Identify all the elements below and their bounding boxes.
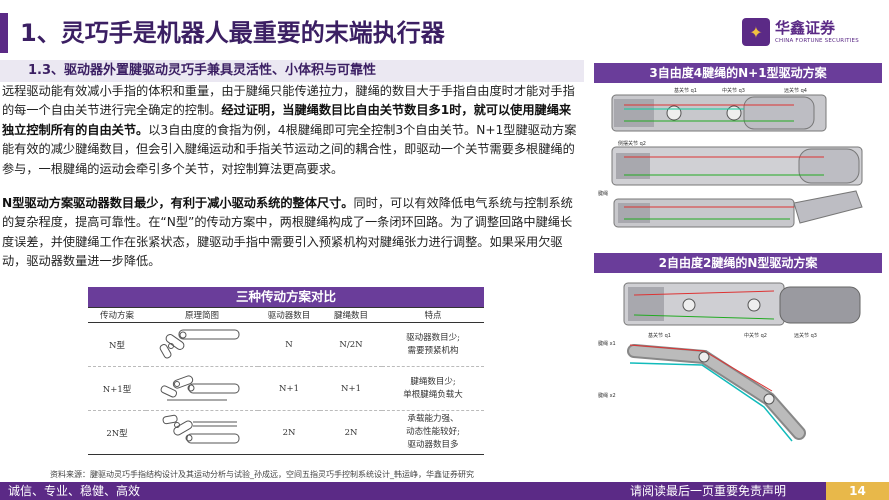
fig2-label-tendon1: 腱绳 x1 <box>598 340 616 347</box>
n-plus-1-type-schematic <box>160 375 240 401</box>
figure2-image: 腱绳 x1 腱绳 x2 基关节 q1 中关节 q2 远关节 q3 <box>594 273 882 469</box>
scheme-cell: N+1型 <box>88 366 146 411</box>
p2-bold: N型驱动方案驱动器数目最少，有利于减小驱动系统的整体尺寸。 <box>2 196 354 210</box>
fig2-label-distal: 远关节 q3 <box>794 332 817 339</box>
fig2-label-middle: 中关节 q2 <box>744 332 767 339</box>
actuators-cell: N <box>258 322 320 367</box>
page-number-box <box>826 482 889 500</box>
tendons-cell: N/2N <box>320 322 382 367</box>
figure2-title: 2自由度2腱绳的N型驱动方案 <box>594 253 882 273</box>
table-header: 原理简图 <box>146 307 258 323</box>
comparison-table: 三种传动方案对比 传动方案 原理简图 驱动器数目 腱绳数目 特点 N型 <box>88 287 484 455</box>
scheme-cell: N型 <box>88 322 146 367</box>
feature-line: 驱动器数目少; <box>406 332 460 343</box>
body-paragraph-2: N型驱动方案驱动器数目最少，有利于减小驱动系统的整体尺寸。同时，可以有效降低电气… <box>2 194 580 272</box>
company-logo: ✦ 华鑫证券 CHINA FORTUNE SECURITIES <box>742 18 859 46</box>
footer-disclaimer-link[interactable]: 请阅读最后一页重要免责声明 <box>630 484 787 498</box>
page-number: 14 <box>849 484 866 498</box>
p1-text-c: 以3自由度的食指为例，4根腱绳即可完全控制3个自由关节。N+1型腱驱动方案能有效… <box>2 122 577 176</box>
footer-motto: 诚信、专业、稳健、高效 <box>8 484 141 498</box>
feature-line: 驱动器数目多 <box>407 440 459 450</box>
logo-emblem-icon: ✦ <box>742 18 770 46</box>
figure1-image: 基关节 q1 中关节 q3 远关节 q4 侧摆关节 q2 腱绳 <box>594 83 882 248</box>
diagram-cell <box>146 322 258 367</box>
body-paragraph-1: 远程驱动能有效减小手指的体积和重量，由于腱绳只能传递拉力，腱绳的数目大于手指自由… <box>2 82 580 179</box>
n-type-schematic <box>159 329 240 359</box>
table-header: 传动方案 <box>88 307 146 323</box>
diagram-cell <box>146 410 258 455</box>
actuators-cell: N+1 <box>258 366 320 411</box>
footer-bar <box>0 482 889 500</box>
diagram-cell <box>146 366 258 411</box>
fig1-label-tendon: 腱绳 <box>598 190 608 197</box>
table-row: N型 N N/2N 驱动器数目少; 需要预紧机构 <box>88 322 484 367</box>
subtitle-band <box>0 60 584 82</box>
table-header: 特点 <box>382 307 484 323</box>
logo-name-cn: 华鑫证券 <box>775 19 836 37</box>
table-header: 腱绳数目 <box>320 307 382 323</box>
feature-cell: 承载能力强、 动态性能较好; 驱动器数目多 <box>382 410 484 455</box>
title-accent-bar <box>0 13 8 53</box>
fig1-label-base: 基关节 q1 <box>674 87 697 94</box>
2n-type-schematic <box>162 414 240 444</box>
tendons-cell: N+1 <box>320 366 382 411</box>
p1-bold: 经过证明，当腱绳数目比自由关节数目多1时，就可以使用腱绳来独立控制所有的自由关节… <box>2 103 572 137</box>
p2-text-b: 同时，可以有效降低电气系统与控制系统的复杂程度，提高可靠性。在“N型”的传动方案… <box>2 196 573 269</box>
feature-line: 腱绳数目少; <box>410 376 456 387</box>
fig1-label-lateral: 侧摆关节 q2 <box>618 140 646 147</box>
fig2-label-tendon2: 腱绳 x2 <box>598 392 616 399</box>
source-note: 资料来源：腱驱动灵巧手指结构设计及其运动分析与试验_孙成远，空间五指灵巧手控制系… <box>50 470 474 479</box>
logo-name-en: CHINA FORTUNE SECURITIES <box>775 38 859 44</box>
tendons-cell: 2N <box>320 410 382 455</box>
p1-text-a: 远程驱动能有效减小手指的体积和重量，由于腱绳只能传递拉力，腱绳的数目大于手指自由… <box>2 84 575 118</box>
figure1-title: 3自由度4腱绳的N+1型驱动方案 <box>594 63 882 83</box>
feature-line: 动态性能较好; <box>406 427 460 437</box>
table-header: 驱动器数目 <box>258 307 320 323</box>
section-subtitle: 1.3、驱动器外置腱驱动灵巧手兼具灵活性、小体积与可靠性 <box>28 63 377 78</box>
finger-n-type-illustration: 腱绳 x1 腱绳 x2 基关节 q1 中关节 q2 远关节 q3 <box>598 282 861 442</box>
actuators-cell: 2N <box>258 410 320 455</box>
fig1-label-distal: 远关节 q4 <box>784 87 807 94</box>
page-title: 1、灵巧手是机器人最重要的末端执行器 <box>20 19 445 47</box>
feature-line: 承载能力强、 <box>407 414 459 424</box>
table-title: 三种传动方案对比 <box>88 287 484 307</box>
feature-cell: 腱绳数目少; 单根腱绳负载大 <box>382 366 484 411</box>
fig2-label-base: 基关节 q1 <box>648 332 671 339</box>
table-row: 2N型 2N 2N 承载能力强、 <box>88 410 484 455</box>
feature-line: 单根腱绳负载大 <box>403 389 463 400</box>
fig1-label-middle: 中关节 q3 <box>722 87 745 94</box>
scheme-cell: 2N型 <box>88 410 146 455</box>
feature-cell: 驱动器数目少; 需要预紧机构 <box>382 322 484 367</box>
finger-nplus1-illustration: 基关节 q1 中关节 q3 远关节 q4 侧摆关节 q2 腱绳 <box>598 87 863 228</box>
table-row: N+1型 N+1 N+1 腱绳数目少; <box>88 366 484 411</box>
feature-line: 需要预紧机构 <box>407 345 459 356</box>
